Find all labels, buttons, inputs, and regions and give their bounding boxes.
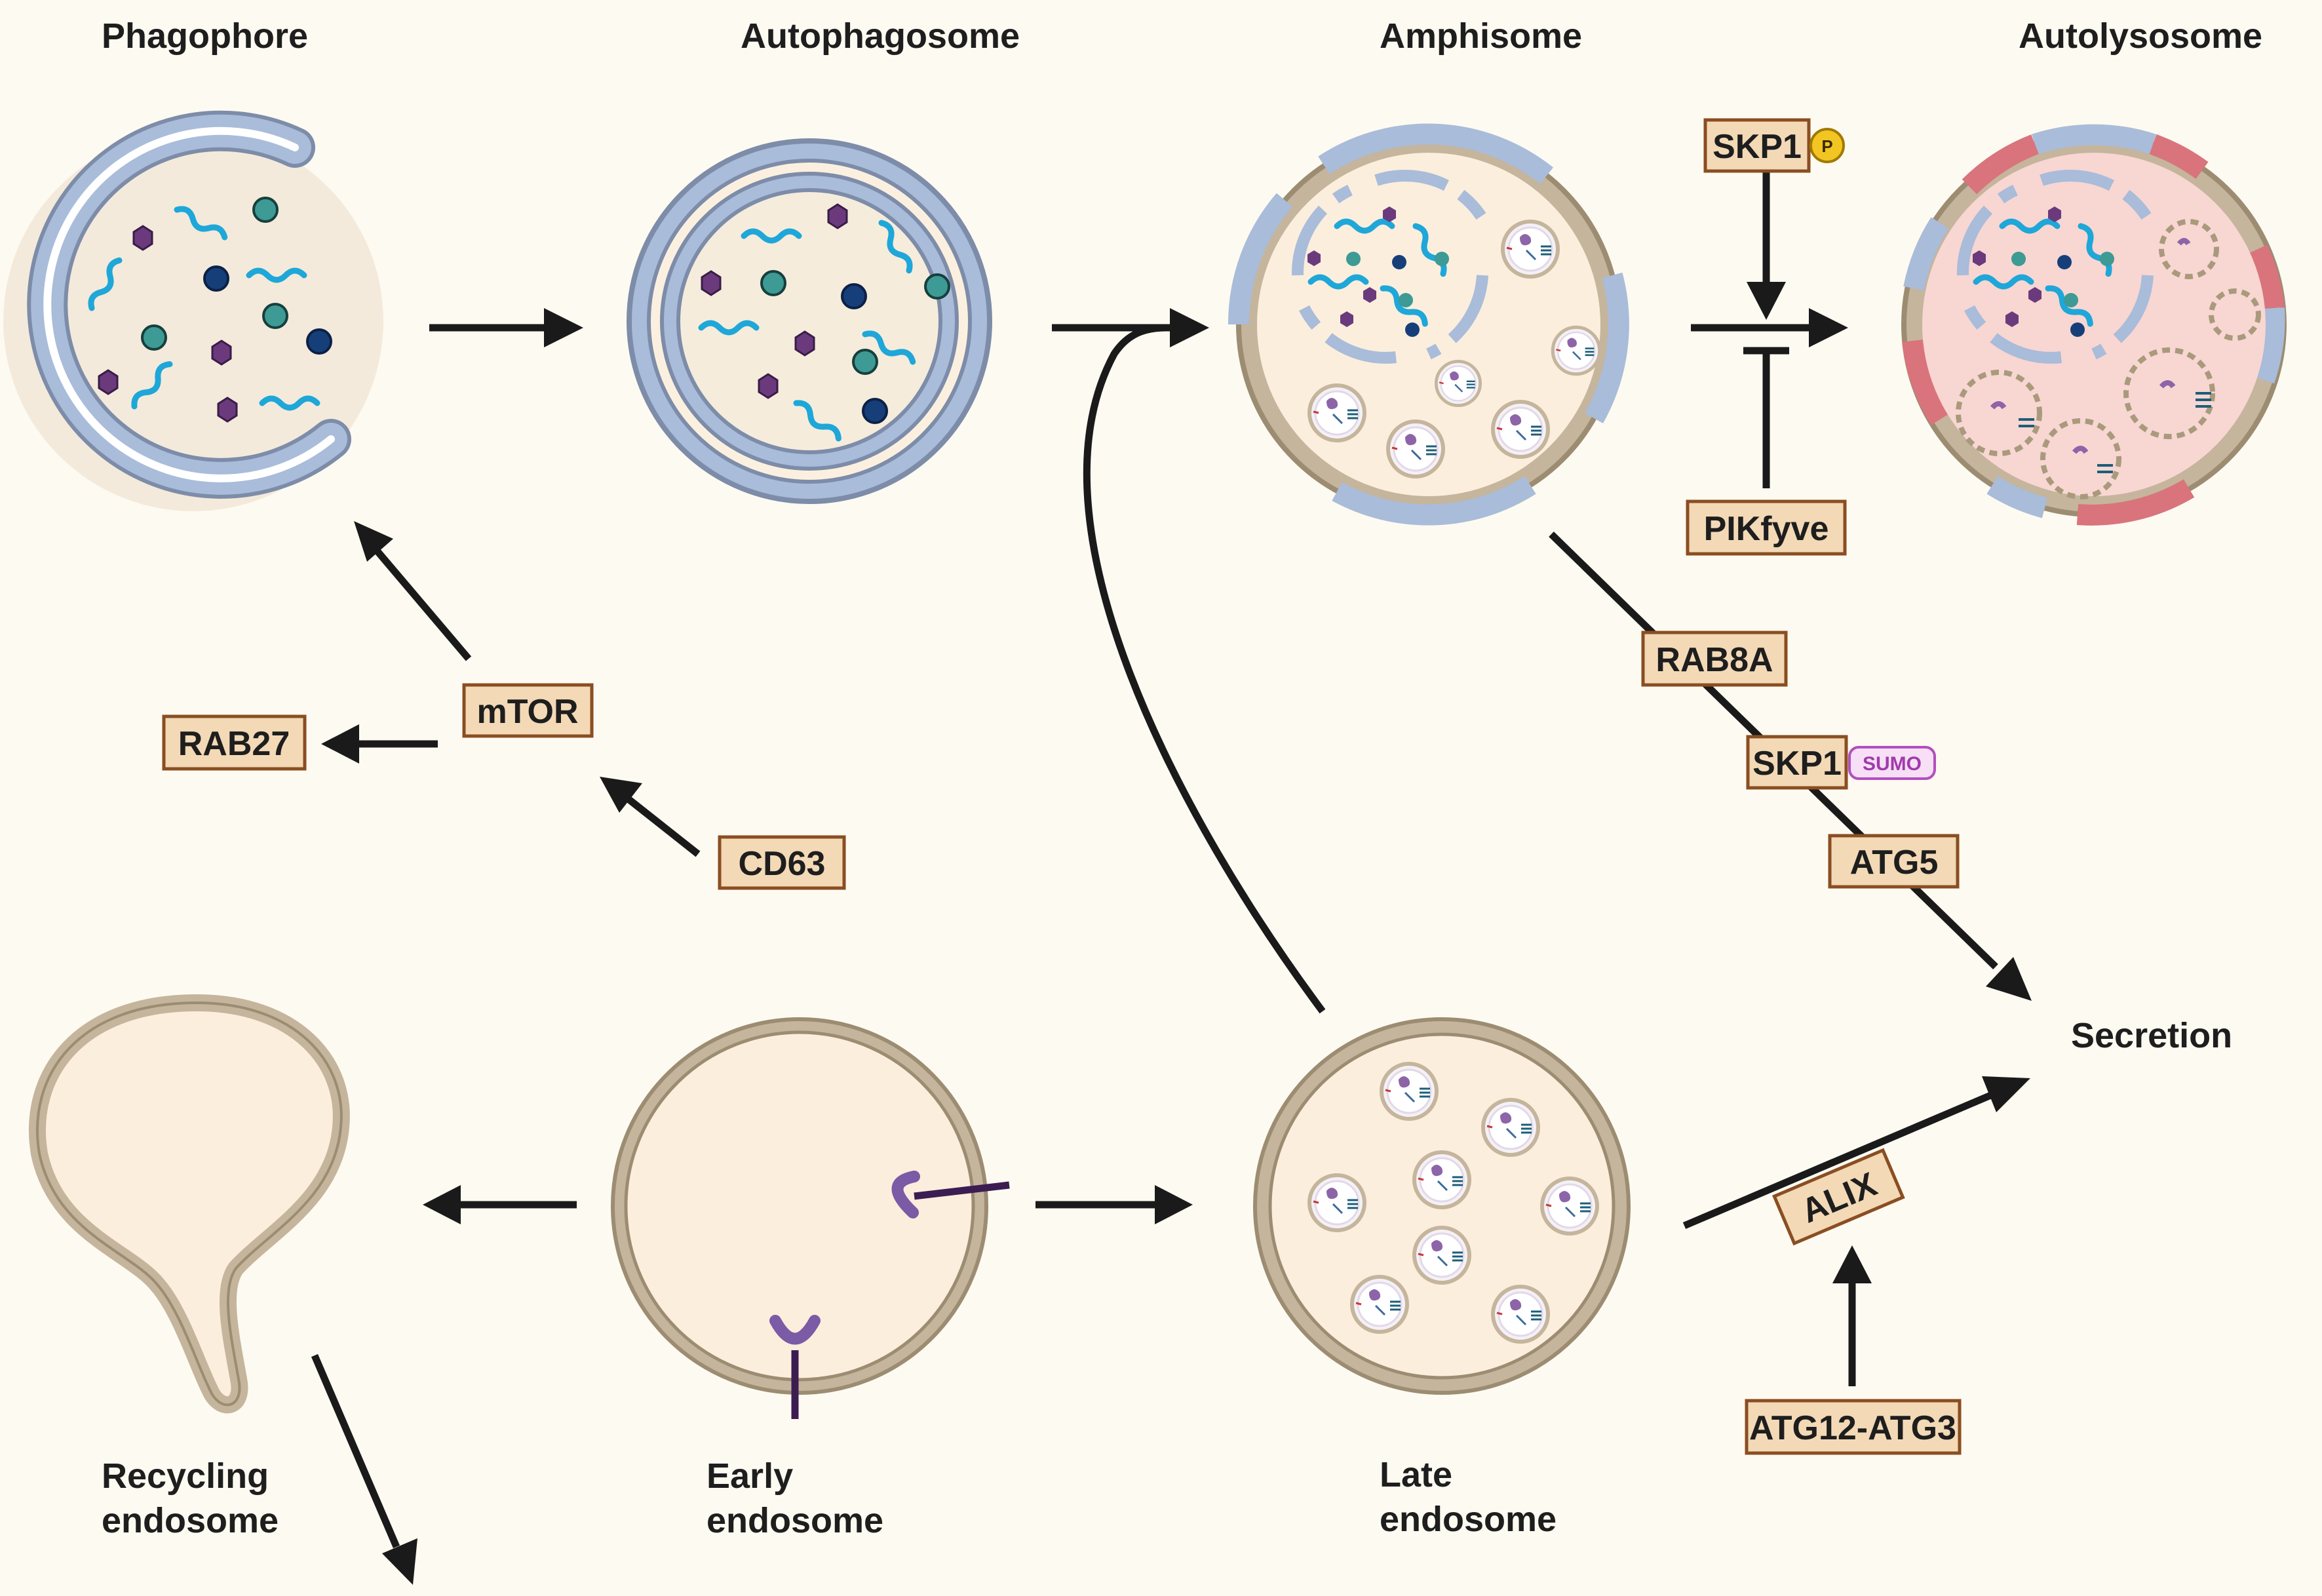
protein-box-alix: ALIX xyxy=(1772,1148,1905,1246)
protein-box-atg12-atg3: ATG12-ATG3 xyxy=(1745,1399,1962,1455)
arrow-skp1-down xyxy=(1747,172,1786,320)
arrow-late-endosome-to-secretion xyxy=(1682,1076,2030,1230)
protein-label: SKP1 xyxy=(1752,745,1842,783)
protein-box-mtor: mTOR xyxy=(462,683,594,738)
phagophore-icon xyxy=(3,110,383,511)
autolysosome-icon xyxy=(1901,124,2287,526)
phospho-badge-icon xyxy=(1809,128,1845,163)
sumo-badge-label: SUMO xyxy=(1863,753,1922,775)
label-recycling-endosome: Recycling endosome xyxy=(102,1456,279,1540)
protein-label: PIKfyve xyxy=(1704,510,1829,548)
label-line: Recycling xyxy=(102,1456,269,1496)
recycling-endosome-icon xyxy=(29,994,350,1414)
protein-label: ATG5 xyxy=(1850,844,1939,882)
receptor-icon xyxy=(891,1171,1010,1218)
protein-label: RAB27 xyxy=(178,725,290,763)
protein-label: mTOR xyxy=(476,693,578,731)
early-endosome-icon xyxy=(611,1017,1010,1419)
arrow-phagophore-to-autophagosome xyxy=(429,308,583,347)
label-secretion: Secretion xyxy=(2071,1016,2232,1055)
protein-label: RAB8A xyxy=(1655,641,1773,679)
arrow-early-to-late xyxy=(1035,1185,1193,1224)
label-line: endosome xyxy=(102,1501,279,1540)
title-autophagosome: Autophagosome xyxy=(741,16,1020,56)
autophagosome-icon xyxy=(627,138,992,504)
protein-label: CD63 xyxy=(739,845,826,883)
arrow-mtor-to-phagophore xyxy=(354,521,472,661)
label-line: Late xyxy=(1380,1455,1452,1494)
protein-label: ATG12-ATG3 xyxy=(1749,1409,1956,1447)
sumo-badge-icon xyxy=(1848,746,1936,780)
arrow-cd63-to-mtor xyxy=(600,777,701,857)
pikfyve-inhibition-icon xyxy=(1743,347,1789,488)
arrow-atg12-atg3-to-alix xyxy=(1832,1245,1872,1386)
title-autolysosome: Autolysosome xyxy=(2019,16,2262,56)
label-early-endosome: Early endosome xyxy=(706,1456,883,1540)
protein-box-cd63: CD63 xyxy=(718,835,846,890)
arrow-early-to-recycling xyxy=(423,1185,577,1224)
arrow-amphisome-to-autolysosome xyxy=(1691,308,1848,347)
arrow-mtor-to-rab27 xyxy=(321,724,438,764)
arrow-recycling-out xyxy=(311,1353,417,1585)
protein-box-skp1-phospho: SKP1 P xyxy=(1703,118,1845,173)
title-phagophore: Phagophore xyxy=(102,16,308,56)
arrow-late-endosome-to-amphisome xyxy=(1083,324,1326,1014)
phospho-badge-label: P xyxy=(1821,136,1832,156)
protein-box-atg5: ATG5 xyxy=(1828,834,1960,889)
label-line: Early xyxy=(706,1456,793,1496)
receptor-icon xyxy=(769,1315,821,1419)
protein-box-skp1-sumo: SKP1 SUMO xyxy=(1746,735,1936,790)
title-amphisome: Amphisome xyxy=(1380,16,1582,56)
arrow-autophagosome-to-amphisome xyxy=(1052,308,1209,347)
protein-label: SKP1 xyxy=(1712,128,1802,166)
amphisome-icon xyxy=(1228,123,1629,526)
protein-box-rab27: RAB27 xyxy=(162,714,307,771)
label-line: endosome xyxy=(1380,1500,1557,1539)
late-endosome-icon xyxy=(1253,1017,1631,1395)
protein-box-rab8a: RAB8A xyxy=(1641,631,1788,687)
label-late-endosome: Late endosome xyxy=(1380,1455,1557,1539)
protein-box-pikfyve: PIKfyve xyxy=(1686,499,1847,556)
label-line: endosome xyxy=(706,1501,883,1540)
